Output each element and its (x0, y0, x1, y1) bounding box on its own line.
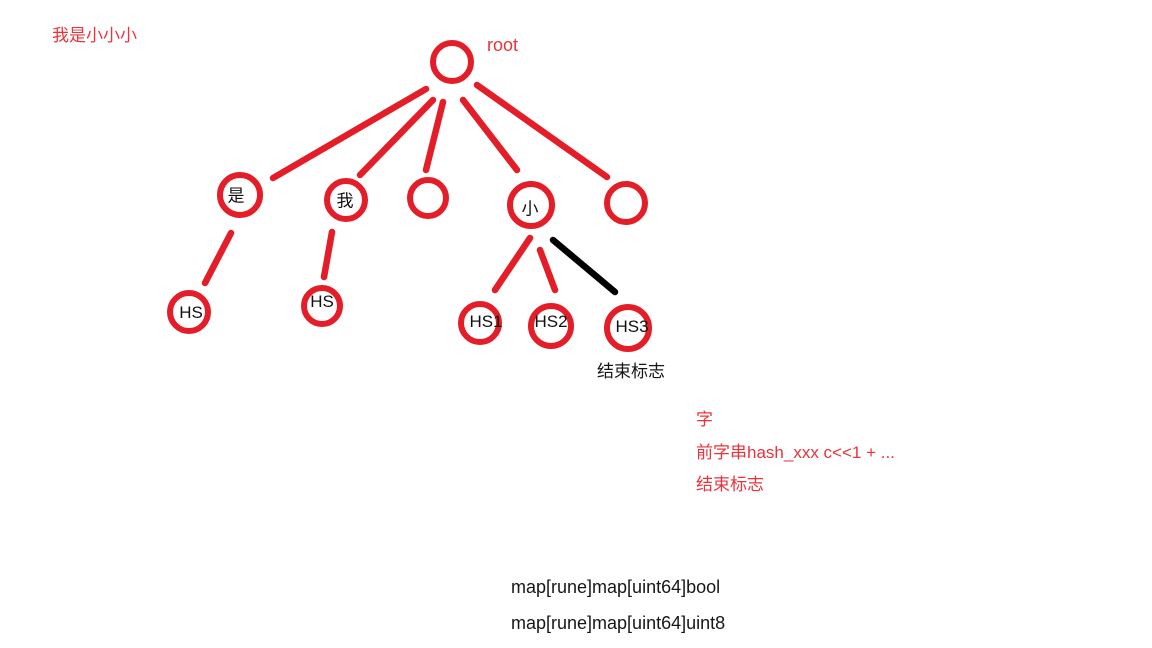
edge-shi-hs (201, 229, 235, 287)
edge-root-empty3 (422, 98, 447, 174)
code-line-1: map[rune]map[uint64]bool (511, 577, 721, 597)
node-hs-left-circle (167, 290, 211, 334)
edge-xiao-hs3-black (549, 236, 619, 296)
node-hs1-circle (458, 301, 502, 345)
node-shi-circle (217, 172, 263, 218)
node-hs2-label: HS2 (534, 312, 568, 331)
watermark-text: 我是小小小 (52, 26, 137, 45)
node-wo-circle (324, 178, 368, 222)
edge-root-xiao (459, 96, 521, 174)
node-hs1-label: HS1 (469, 312, 503, 331)
node-hs-mid-label: HS (310, 292, 334, 311)
node-wo-label: 我 (336, 191, 354, 211)
node-xiao-circle (507, 181, 555, 229)
node-empty3-circle (407, 177, 449, 219)
edge-xiao-hs2 (536, 246, 559, 294)
node-empty5-circle (604, 181, 648, 225)
edge-root-wo (356, 96, 437, 179)
red-notes: 字 前字串hash_xxx c<<1 + ... 结束标志 (696, 410, 895, 508)
node-hs3-label: HS3 (615, 317, 649, 336)
end-flag-label: 结束标志 (597, 362, 665, 381)
node-hs-left-label: HS (179, 303, 203, 322)
node-hs-mid-circle (301, 285, 343, 327)
node-hs3-circle (604, 304, 652, 352)
node-root-circle (430, 40, 474, 84)
code-notes: map[rune]map[uint64]bool map[rune]map[ui… (511, 577, 725, 648)
code-line-2: map[rune]map[uint64]uint8 (511, 612, 726, 633)
edge-wo-hs (320, 228, 336, 281)
red-note-line-2: 前字串hash_xxx c<<1 + ... (696, 442, 895, 462)
node-hs2-circle (528, 303, 574, 349)
node-shi-label: 是 (227, 186, 245, 206)
red-note-line-3: 结束标志 (696, 475, 764, 495)
edge-xiao-hs1 (491, 234, 534, 294)
node-xiao-label: 小 (521, 199, 539, 219)
edge-root-shi (269, 85, 430, 182)
root-label: root (487, 35, 519, 55)
red-note-line-1: 字 (696, 410, 713, 429)
edge-root-empty5 (473, 81, 611, 181)
